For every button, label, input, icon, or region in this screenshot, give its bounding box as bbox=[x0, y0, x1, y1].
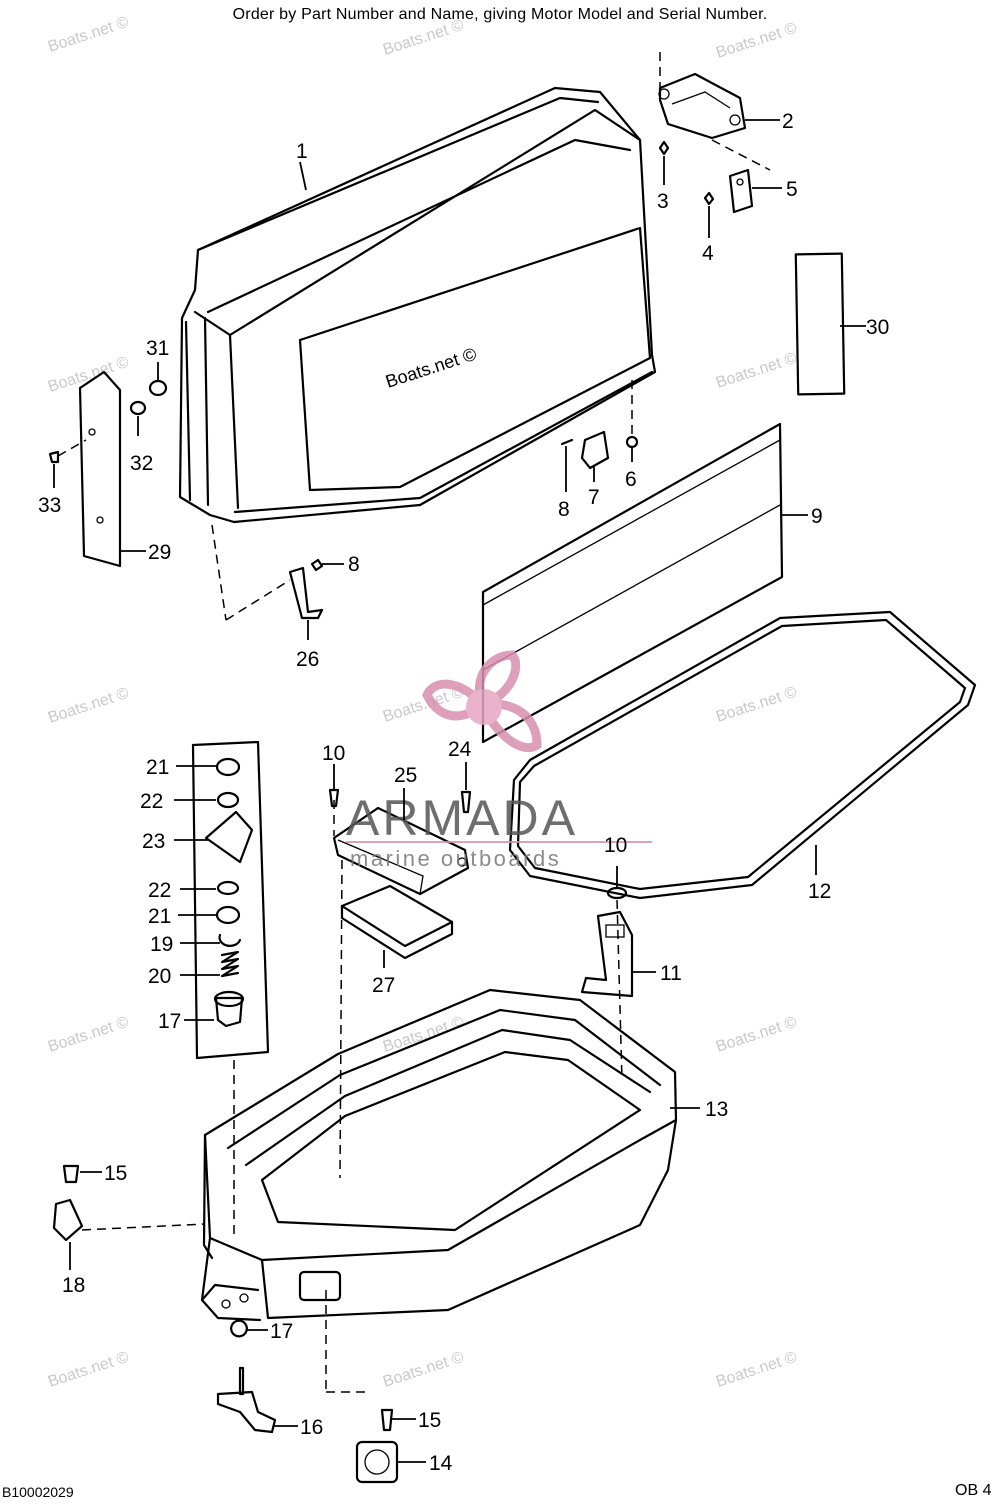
watermark-text: Boats.net © bbox=[714, 350, 799, 392]
callout-label: 27 bbox=[372, 974, 395, 997]
callout-label: 14 bbox=[429, 1452, 453, 1475]
callout-label: 26 bbox=[296, 648, 319, 671]
callout-label: 7 bbox=[588, 486, 600, 509]
lower-left-parts bbox=[52, 1164, 206, 1242]
logo-brand-name: ARMADA bbox=[346, 790, 578, 846]
callout-label: 22 bbox=[148, 879, 171, 902]
watermark-text: Boats.net © bbox=[714, 1014, 799, 1056]
propeller-logo-icon bbox=[421, 650, 542, 753]
watermark-text: Boats.net © bbox=[381, 1349, 466, 1391]
logo-tagline: marine outboards bbox=[350, 846, 561, 871]
watermark-text: Boats.net © bbox=[714, 20, 799, 62]
motor-cover-part bbox=[178, 86, 657, 524]
callout-label: 3 bbox=[657, 190, 669, 213]
watermark-text: Boats.net © bbox=[714, 1349, 799, 1391]
callout-label: 32 bbox=[130, 452, 153, 475]
watermark-text: Boats.net © bbox=[381, 17, 466, 59]
upper-bracket-part bbox=[658, 52, 747, 140]
callout-label: 23 bbox=[142, 830, 165, 853]
callout-label: 2 bbox=[782, 110, 794, 133]
callout-label: 8 bbox=[558, 498, 570, 521]
callout-label: 13 bbox=[705, 1098, 728, 1121]
diagram-code-right: OB 4 bbox=[955, 1482, 992, 1499]
watermark-text: Boats.net © bbox=[46, 1014, 131, 1056]
callout-label: 22 bbox=[140, 790, 163, 813]
mount-bracket-part bbox=[580, 899, 634, 1081]
callout-layer: 1 2 3 4 5 6 7 8 8 9 10 10 11 bbox=[38, 110, 889, 1475]
callout-label: 25 bbox=[394, 764, 417, 787]
callout-label: 15 bbox=[104, 1162, 127, 1185]
watermark-text: Boats.net © bbox=[383, 344, 479, 392]
watermark-text: Boats.net © bbox=[46, 14, 131, 56]
lower-pan-part bbox=[200, 988, 678, 1322]
callout-label: 17 bbox=[158, 1010, 181, 1033]
callout-label: 5 bbox=[786, 178, 798, 201]
side-trim-parts bbox=[48, 370, 168, 568]
watermark-text: Boats.net © bbox=[714, 684, 799, 726]
callout-label: 33 bbox=[38, 494, 61, 517]
callout-label: 21 bbox=[148, 905, 171, 928]
watermark-text: Boats.net © bbox=[46, 685, 131, 727]
callout-label: 30 bbox=[866, 316, 889, 339]
callout-label: 10 bbox=[604, 834, 627, 857]
callout-label: 29 bbox=[148, 541, 171, 564]
callout-label: 15 bbox=[418, 1409, 441, 1432]
callout-label: 17 bbox=[270, 1320, 293, 1343]
callout-label: 6 bbox=[625, 468, 637, 491]
plate-part bbox=[711, 139, 771, 214]
callout-label: 20 bbox=[148, 965, 171, 988]
callout-label: 8 bbox=[348, 553, 360, 576]
seal-part bbox=[508, 610, 977, 900]
cover-bracket-part bbox=[211, 524, 324, 621]
throttle-parts-panel bbox=[191, 740, 270, 1240]
callout-label: 31 bbox=[146, 337, 169, 360]
callout-label: 10 bbox=[322, 742, 345, 765]
callout-label: 11 bbox=[660, 962, 682, 985]
lower-small-parts bbox=[216, 1290, 399, 1484]
callout-label: 21 bbox=[146, 756, 169, 779]
callout-label: 1 bbox=[296, 140, 308, 163]
callout-label: 12 bbox=[808, 880, 831, 903]
callout-label: 19 bbox=[150, 933, 173, 956]
armada-logo: ARMADA marine outboards bbox=[346, 650, 652, 871]
diagram-code-left: B10002029 bbox=[2, 1484, 74, 1500]
callout-label: 16 bbox=[300, 1416, 323, 1439]
callout-label: 9 bbox=[811, 505, 823, 528]
callout-label: 18 bbox=[62, 1274, 85, 1297]
callout-label: 4 bbox=[702, 242, 714, 265]
latch-bracket-parts bbox=[560, 380, 639, 470]
order-instructions-header: Order by Part Number and Name, giving Mo… bbox=[232, 6, 768, 23]
watermark-text: Boats.net © bbox=[46, 1349, 131, 1391]
pad-part bbox=[340, 884, 454, 960]
watermark-layer: Boats.net © Boats.net © Boats.net © Boat… bbox=[46, 14, 799, 1391]
decal-part bbox=[794, 252, 846, 396]
small-screw-parts bbox=[658, 140, 715, 206]
callout-label: 24 bbox=[448, 738, 472, 761]
